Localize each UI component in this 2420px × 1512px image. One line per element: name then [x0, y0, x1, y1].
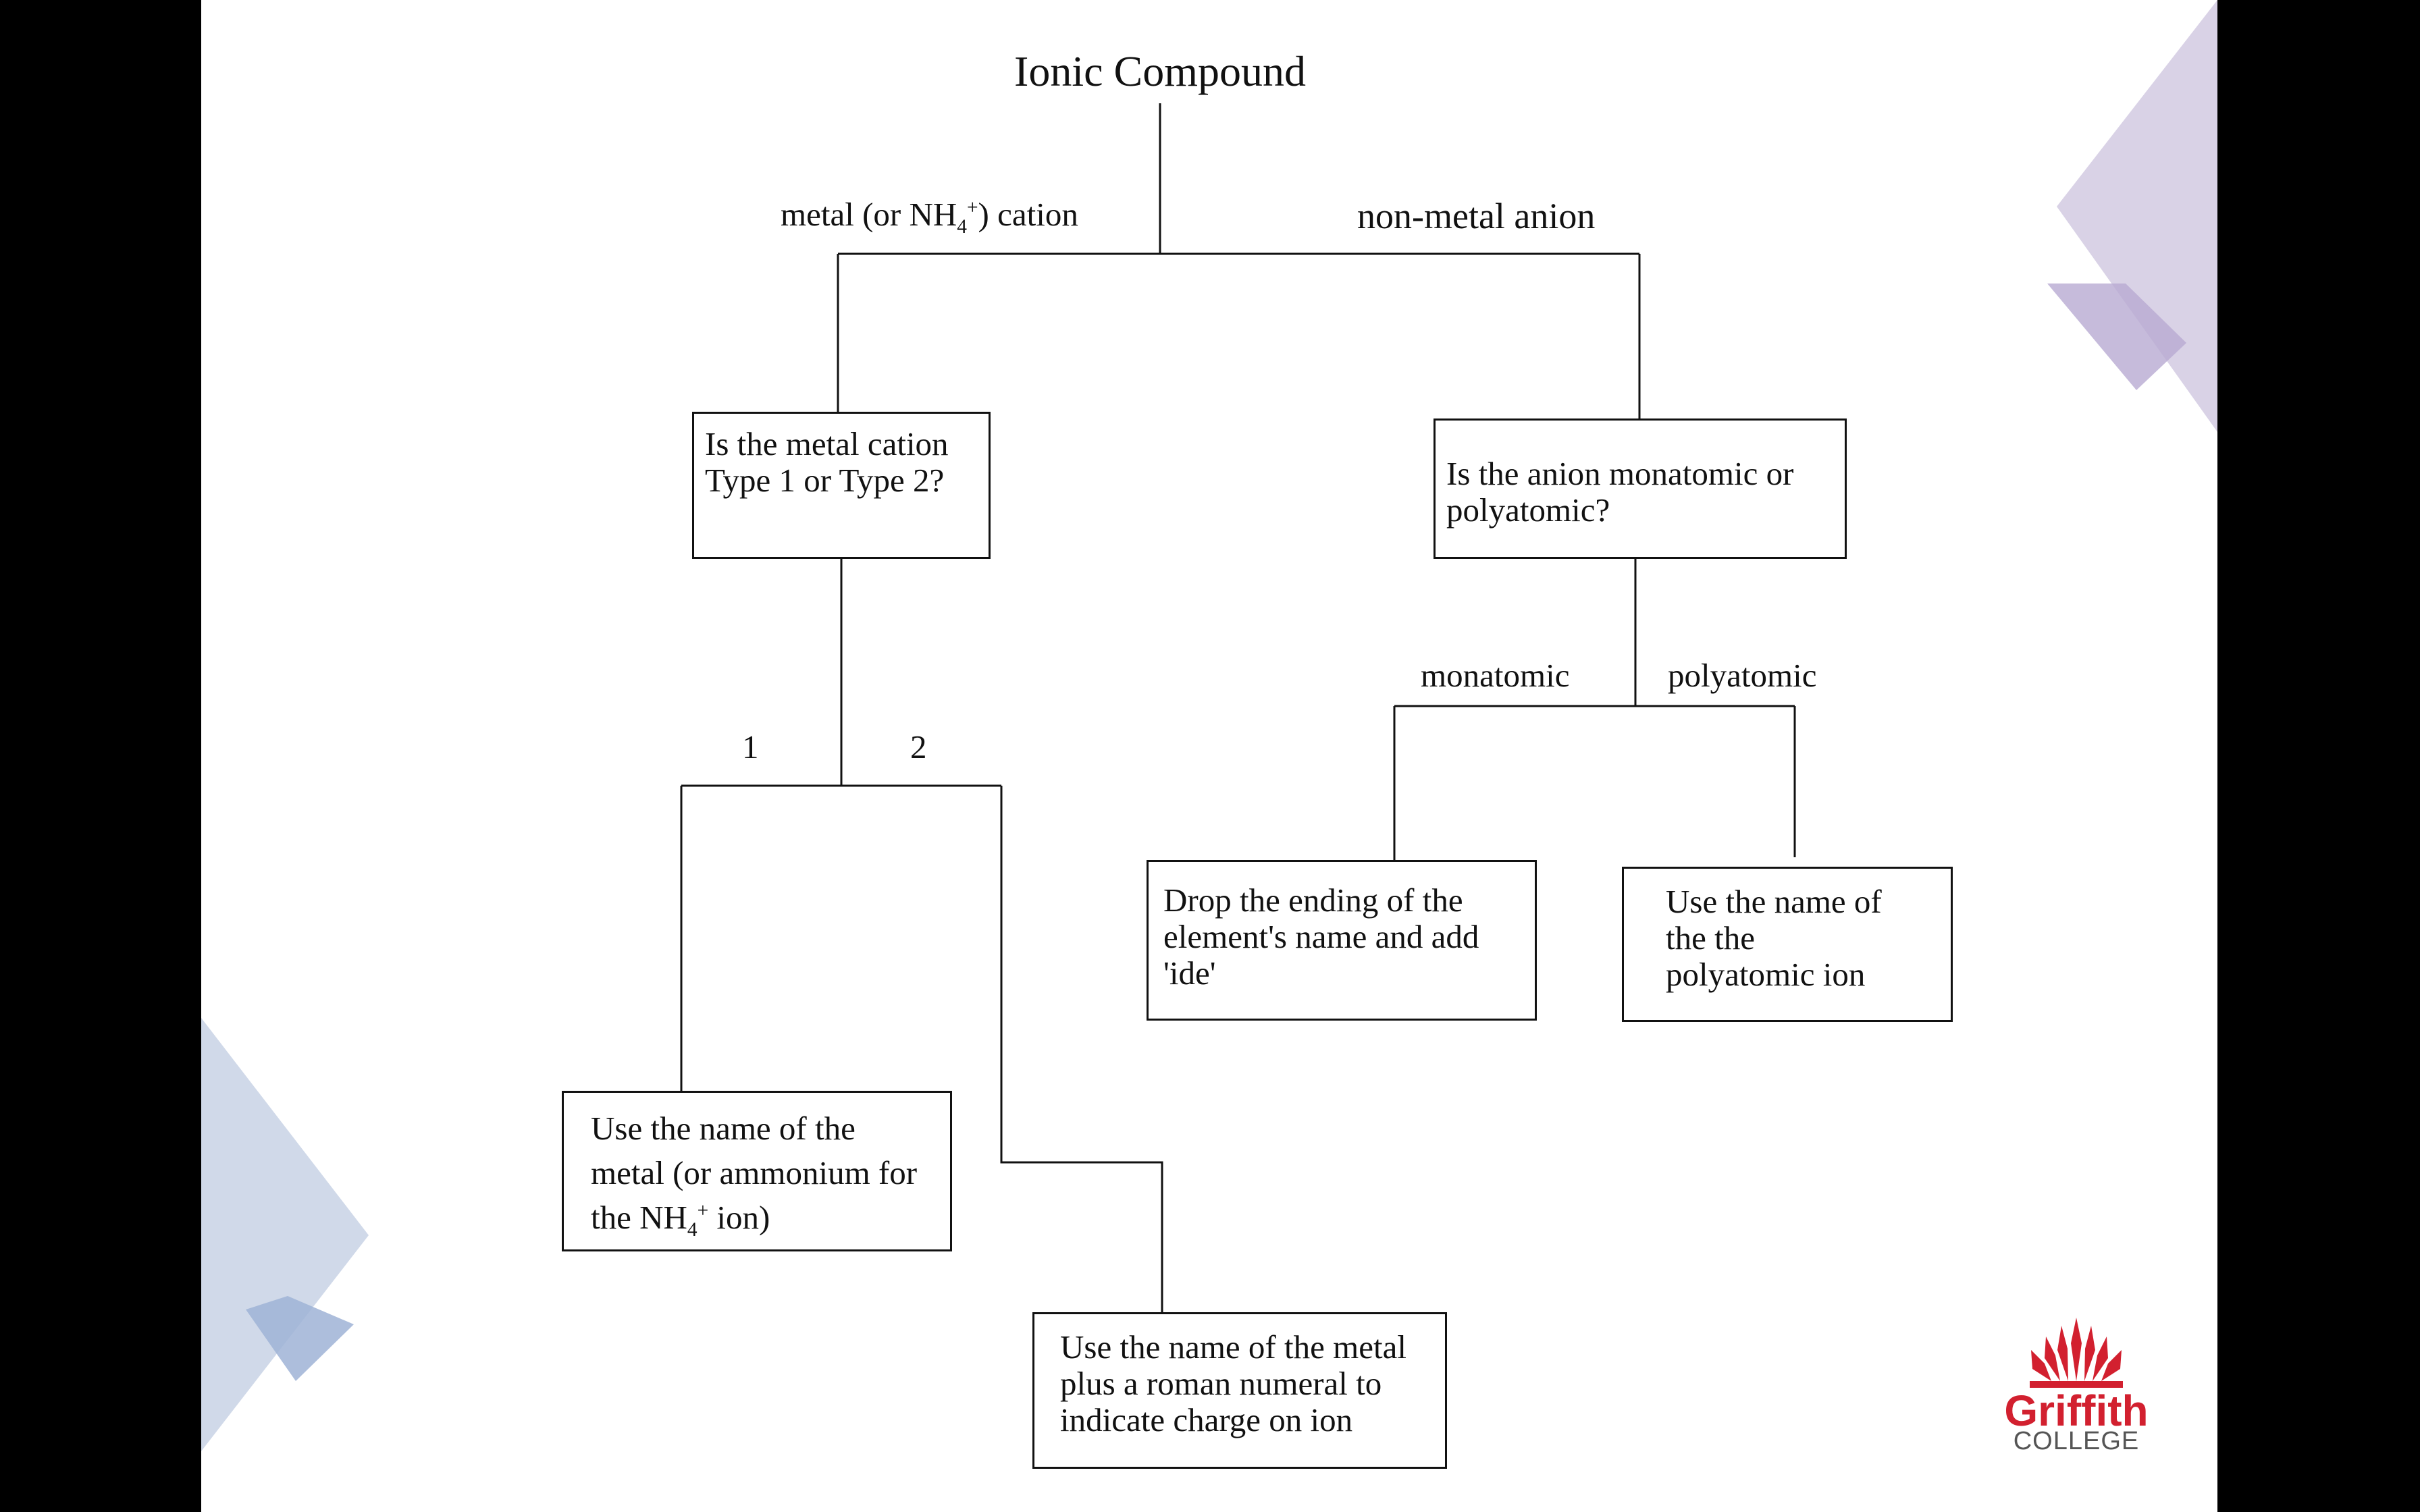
label-cation-sub: 4 — [957, 215, 967, 238]
label-type1: 1 — [742, 728, 759, 765]
label-anion: non-metal anion — [1357, 196, 1596, 236]
slide: Ionic Compound metal (or NH4+) cation no… — [201, 0, 2217, 1512]
label-polyatomic: polyatomic — [1668, 657, 1817, 694]
answer-type1-text: Use the name of the metal (or ammonium f… — [591, 1110, 918, 1236]
answer-polyatomic: Use the name of the the polyatomic ion — [1622, 867, 1953, 1022]
logo-flame-icon — [2030, 1318, 2123, 1388]
label-cation-text: metal (or NH — [781, 196, 957, 233]
answer-type1: Use the name of the metal (or ammonium f… — [562, 1091, 952, 1251]
griffith-college-logo: Griffith COLLEGE — [1992, 1316, 2161, 1455]
answer-type1-sup: + — [697, 1199, 709, 1222]
question-anion-type: Is the anion monatomic or polyatomic? — [1433, 418, 1847, 559]
answer-type2: Use the name of the metal plus a roman n… — [1032, 1312, 1447, 1469]
answer-type1-sub: 4 — [687, 1218, 698, 1241]
logo-wordmark: Griffith — [2004, 1386, 2149, 1435]
deco-purple-large — [2057, 0, 2217, 432]
question-cation-type: Is the metal cation Type 1 or Type 2? — [692, 412, 991, 559]
answer-monatomic: Drop the ending of the element's name an… — [1147, 860, 1537, 1021]
label-monatomic: monatomic — [1421, 657, 1570, 694]
connector-type2 — [1000, 786, 1163, 1312]
deco-purple-small — [2047, 284, 2186, 390]
connector-lines — [680, 103, 1796, 1312]
label-type2: 2 — [910, 728, 927, 765]
deco-blue-small — [246, 1296, 354, 1381]
background-decoration — [201, 0, 2217, 1451]
deco-blue-large — [201, 1018, 369, 1451]
logo-subtitle: COLLEGE — [2013, 1427, 2140, 1455]
label-cation-sup: + — [966, 196, 978, 219]
label-cation-suffix: ) cation — [978, 196, 1078, 233]
label-cation: metal (or NH4+) cation — [781, 196, 1078, 237]
diagram-title: Ionic Compound — [1014, 47, 1306, 95]
answer-type1-suffix: ion) — [708, 1199, 770, 1236]
